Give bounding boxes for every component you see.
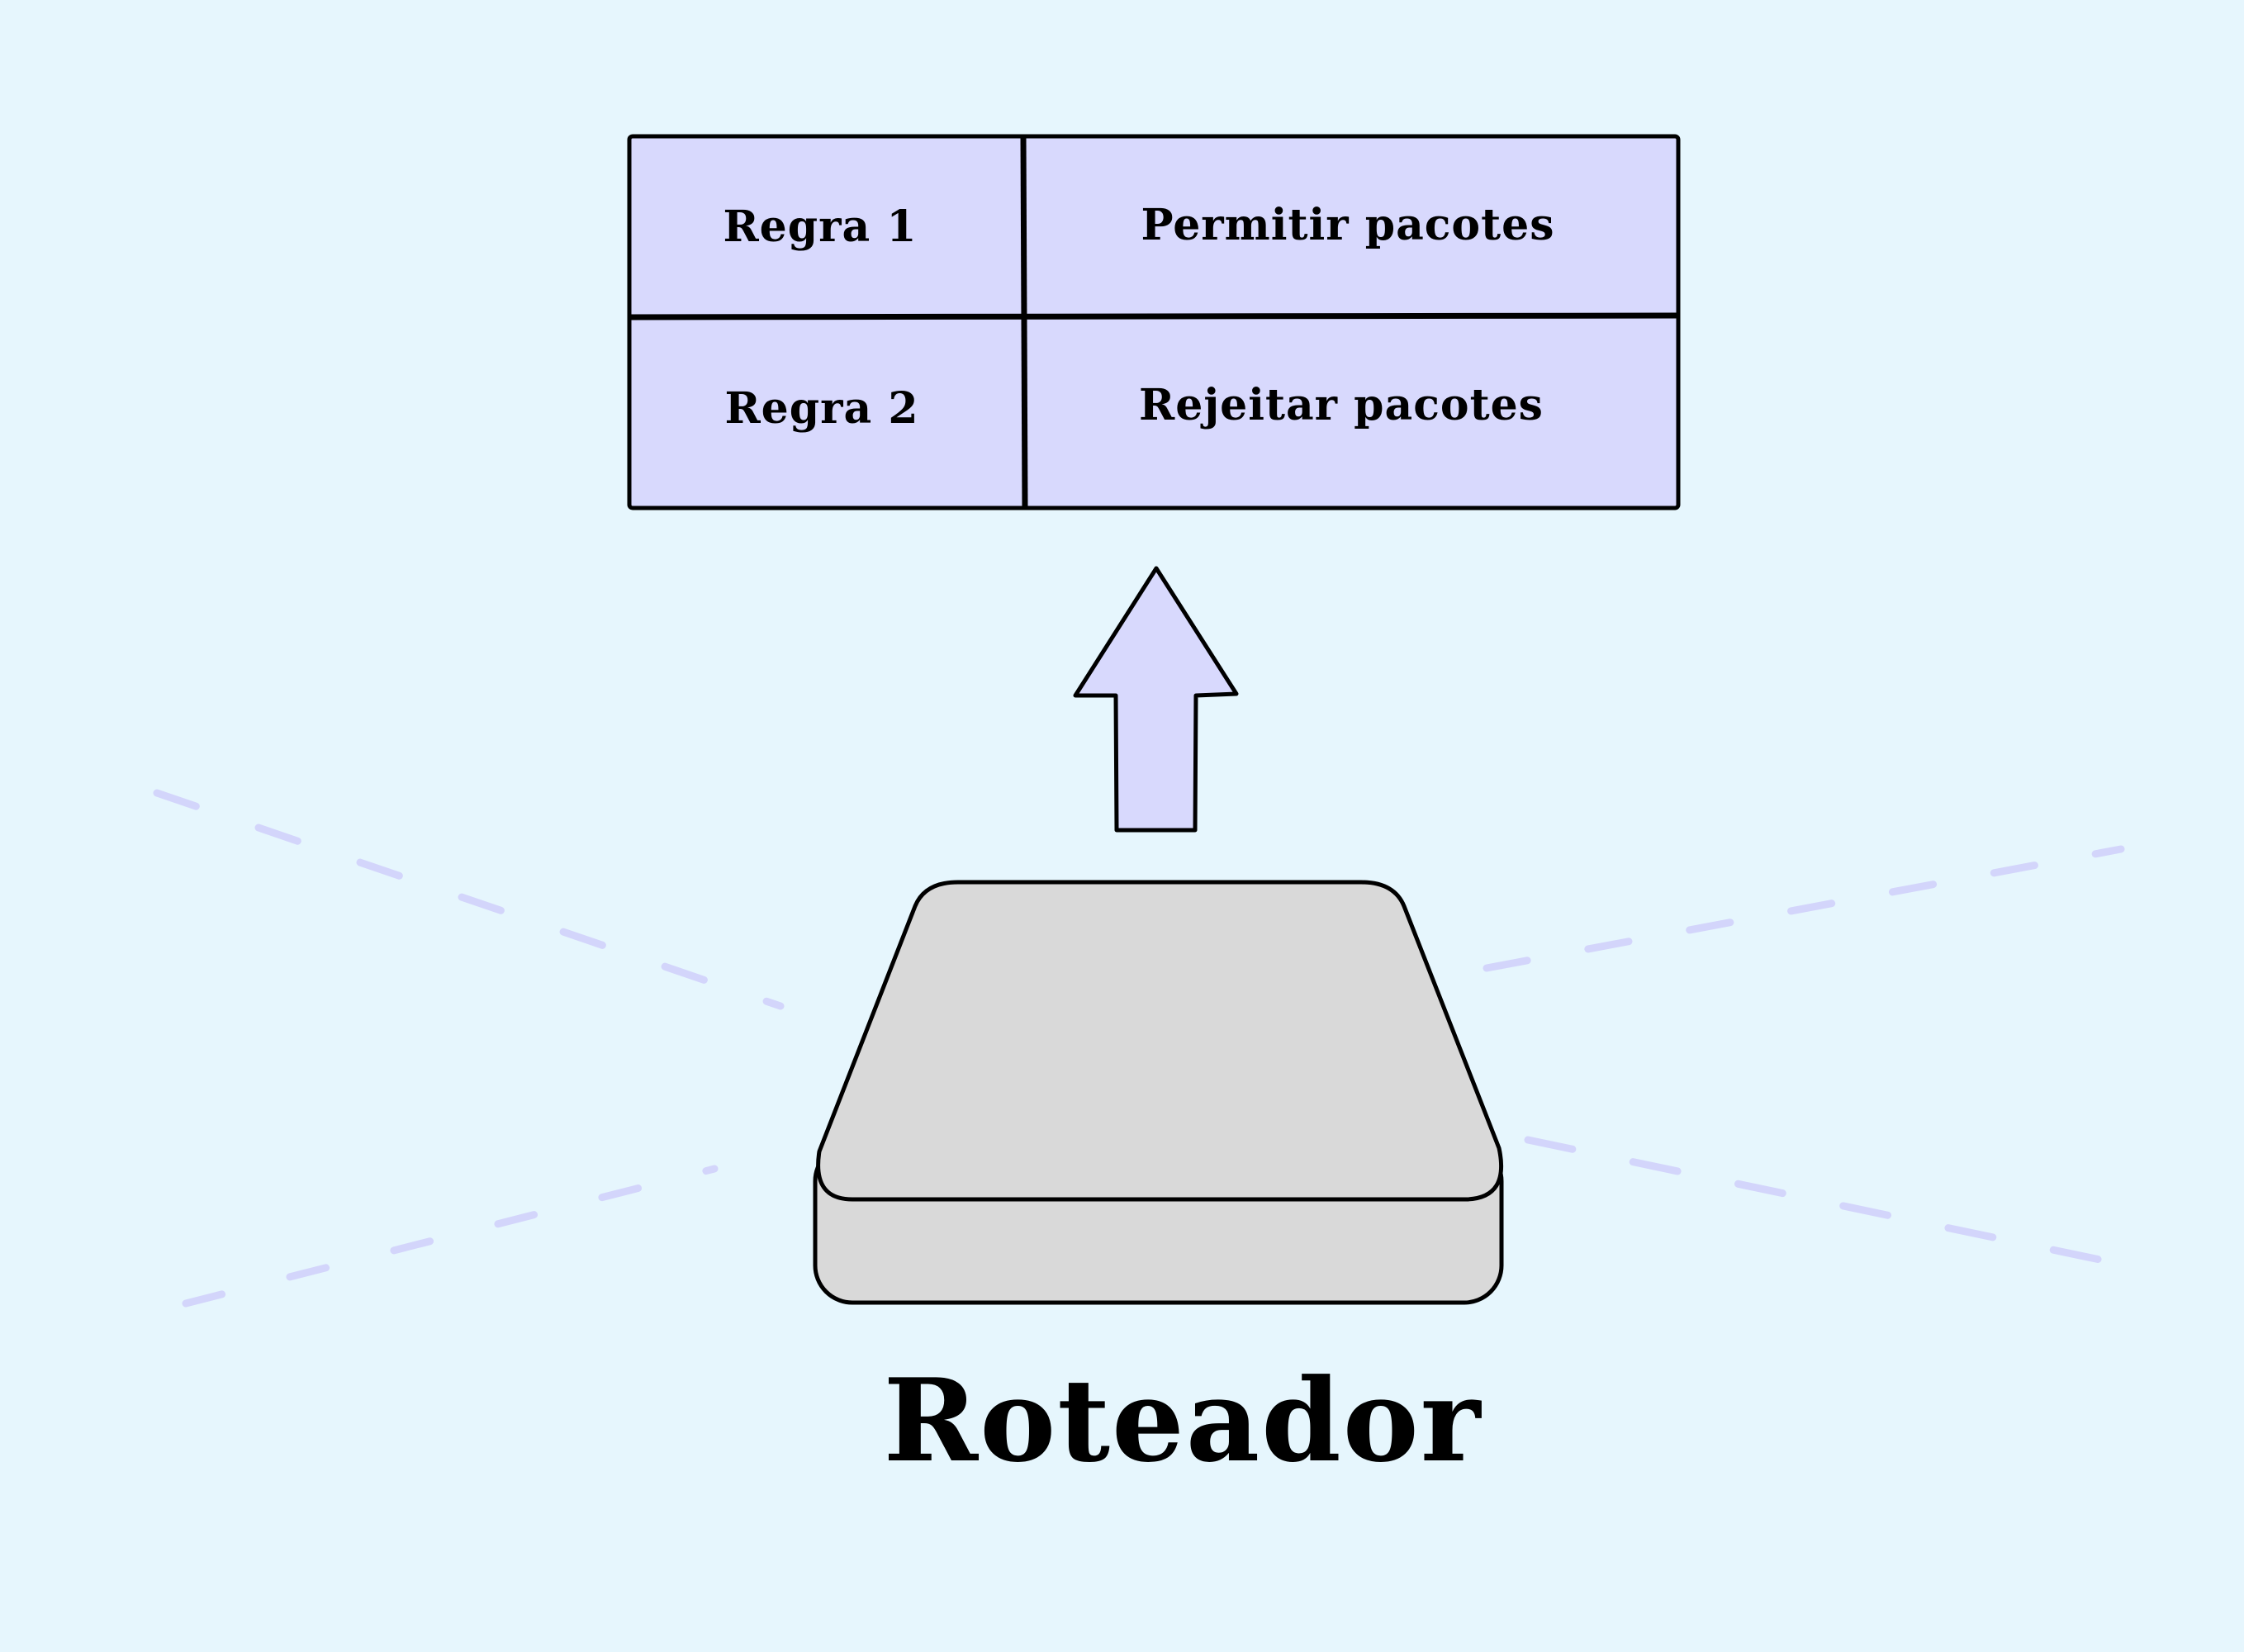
signal-line-lower-left <box>182 1165 719 1308</box>
router-top <box>816 880 1504 1202</box>
table-row-1-action: Permitir pacotes <box>1141 200 1554 250</box>
signal-line-upper-right <box>1483 845 2125 972</box>
table-column-divider <box>1020 135 1028 509</box>
rules-table: Regra 1 Permitir pacotes Regra 2 Rejeita… <box>627 134 1681 510</box>
router-device-icon <box>813 880 1504 1305</box>
table-row-2-action: Rejeitar pacotes <box>1139 380 1544 430</box>
signal-lines <box>153 789 2143 1308</box>
table-row-1-rule: Regra 1 <box>723 202 917 252</box>
signal-line-upper-left <box>153 789 785 1010</box>
signal-line-lower-right <box>1524 1136 2143 1272</box>
table-row-2-rule: Regra 2 <box>724 383 918 434</box>
table-row-divider <box>629 312 1679 320</box>
up-arrow-icon <box>1073 566 1239 833</box>
router-label: Roteador <box>884 1353 1483 1488</box>
table-background <box>627 134 1681 510</box>
